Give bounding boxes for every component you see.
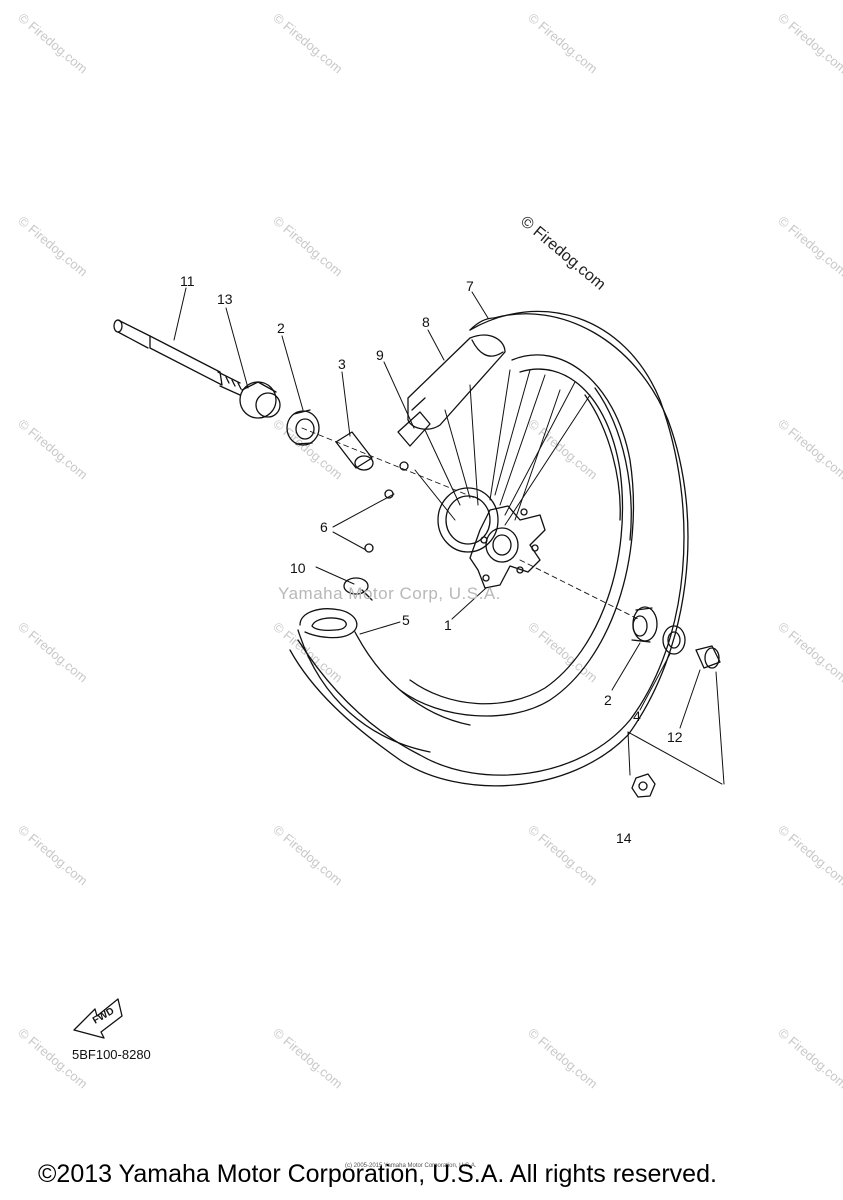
bolts xyxy=(364,461,409,553)
bearing-right xyxy=(631,606,658,643)
tire xyxy=(289,310,689,787)
callout-13: 13 xyxy=(217,291,233,307)
valve xyxy=(343,577,373,601)
callout-2-left: 2 xyxy=(277,320,285,336)
callout-8: 8 xyxy=(422,314,430,330)
callout-6: 6 xyxy=(320,519,328,535)
bearing-left xyxy=(286,409,320,446)
collar-right xyxy=(695,645,721,669)
fwd-arrow-icon: FWD xyxy=(73,998,123,1039)
nut xyxy=(631,773,656,798)
center-watermark: Yamaha Motor Corp, U.S.A. xyxy=(278,584,501,603)
collar xyxy=(239,381,281,419)
callout-5: 5 xyxy=(402,612,410,628)
spokes xyxy=(414,369,591,526)
diagram-code: 5BF100-8280 xyxy=(72,1047,151,1062)
callout-7: 7 xyxy=(466,278,474,294)
callout-9: 9 xyxy=(376,347,384,363)
callout-14: 14 xyxy=(616,830,632,846)
axle xyxy=(113,319,242,396)
axle-centerline xyxy=(301,427,641,621)
callout-1: 1 xyxy=(444,617,452,633)
seal xyxy=(662,625,686,655)
callout-2-right: 2 xyxy=(604,692,612,708)
callout-12: 12 xyxy=(667,729,683,745)
hub xyxy=(437,487,546,589)
rim xyxy=(399,354,635,717)
tiny-notice: (c) 2005-2015 Yamaha Motor Corporation, … xyxy=(345,1163,477,1169)
callout-4: 4 xyxy=(633,708,641,724)
spacer xyxy=(335,431,374,471)
tube xyxy=(297,608,471,753)
callout-3: 3 xyxy=(338,356,346,372)
callout-10: 10 xyxy=(290,560,306,576)
valve-nipple xyxy=(397,397,431,447)
leader-lines xyxy=(173,287,725,785)
copyright-notice: ©2013 Yamaha Motor Corporation, U.S.A. A… xyxy=(38,1160,717,1188)
callout-11: 11 xyxy=(180,273,195,289)
